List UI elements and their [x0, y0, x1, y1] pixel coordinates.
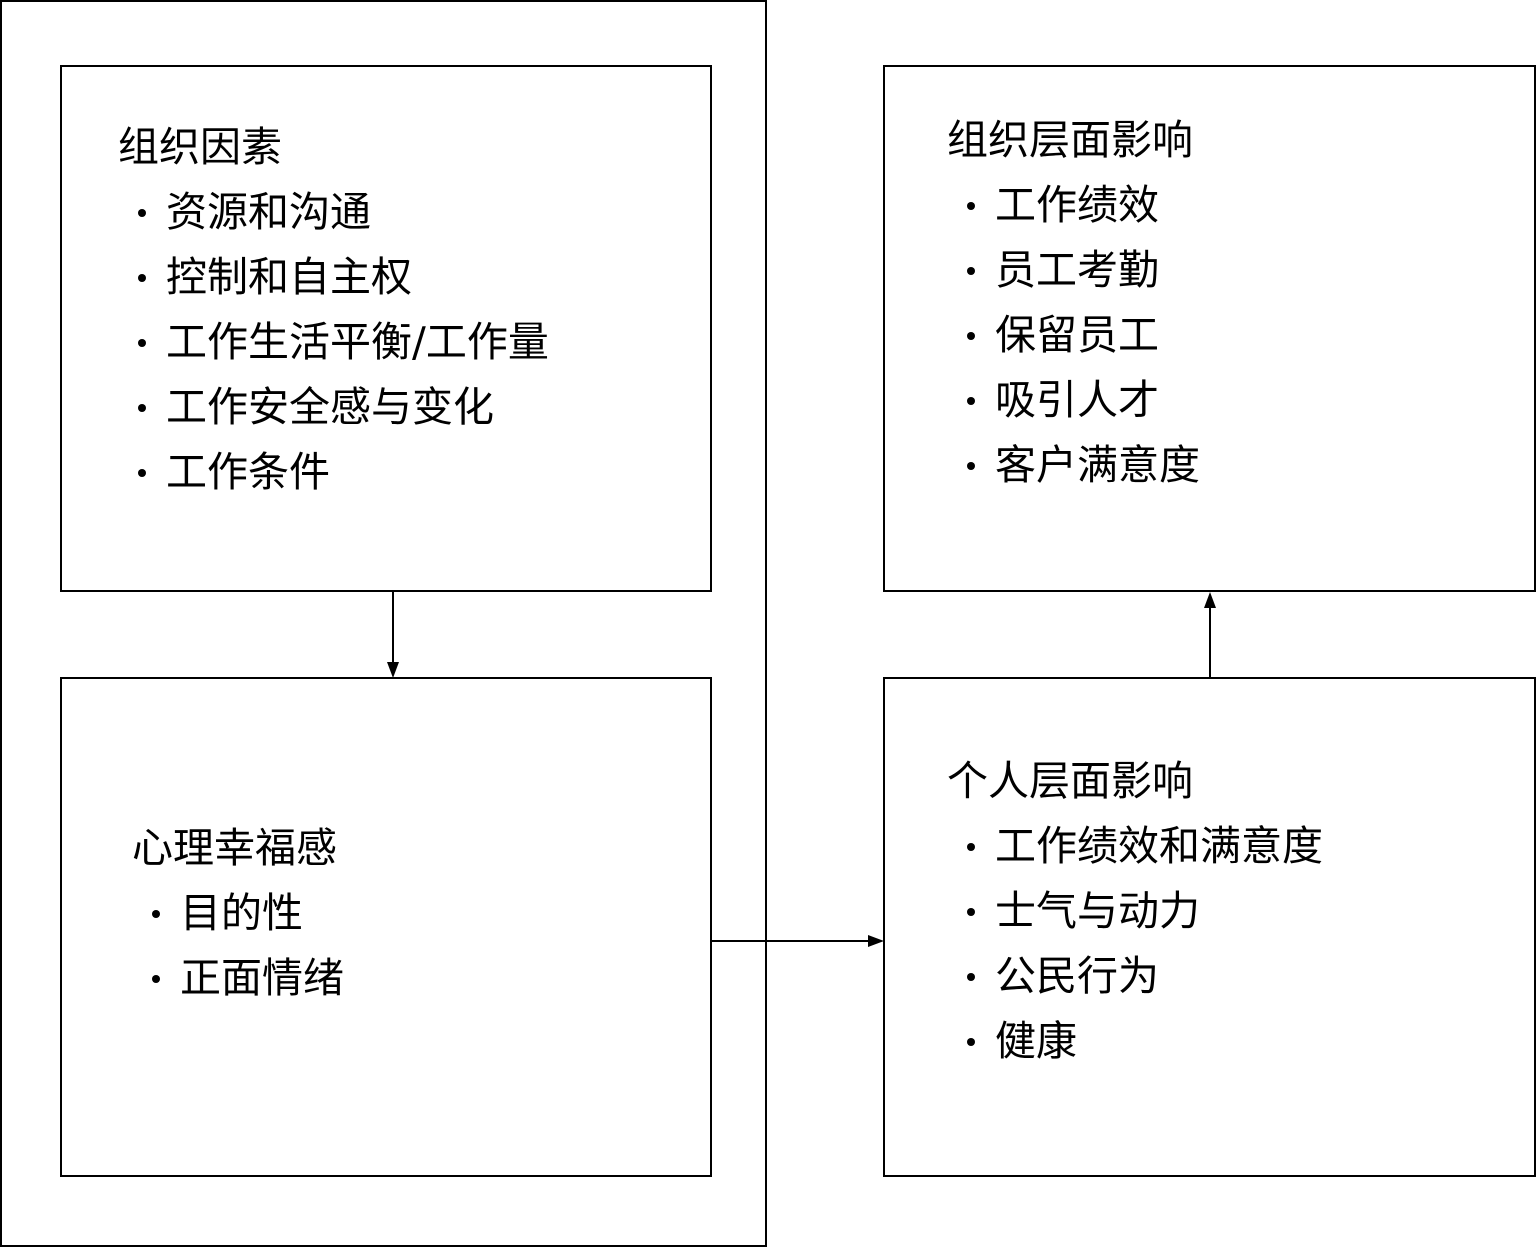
list-item: 工作绩效和满意度 — [947, 814, 1323, 879]
bullet-icon — [138, 338, 146, 347]
list-item: 健康 — [947, 1009, 1323, 1074]
list-item: 控制和自主权 — [118, 245, 549, 310]
list-item-label: 工作条件 — [166, 448, 330, 496]
list-item-label: 工作绩效和满意度 — [995, 822, 1323, 870]
list-item: 保留员工 — [947, 303, 1200, 368]
bullet-icon — [138, 273, 146, 282]
list-item-label: 员工考勤 — [995, 246, 1159, 294]
individual-impact-content: 个人层面影响 工作绩效和满意度 士气与动力 公民行为 健康 — [947, 749, 1323, 1074]
organizational-impact-box: 组织层面影响 工作绩效 员工考勤 保留员工 吸引人才 客户满意度 — [883, 65, 1536, 592]
list-item: 士气与动力 — [947, 879, 1323, 944]
list-item: 吸引人才 — [947, 368, 1200, 433]
list-item: 员工考勤 — [947, 238, 1200, 303]
organizational-impact-list: 工作绩效 员工考勤 保留员工 吸引人才 客户满意度 — [947, 173, 1200, 498]
list-item-label: 控制和自主权 — [166, 253, 412, 301]
organizational-factors-box: 组织因素 资源和沟通 控制和自主权 工作生活平衡/工作量 工作安全感与变化 工作… — [60, 65, 712, 592]
list-item-label: 工作生活平衡/工作量 — [166, 318, 549, 366]
bullet-icon — [967, 331, 975, 340]
list-item-label: 目的性 — [180, 889, 303, 937]
bullet-icon — [967, 201, 975, 210]
list-item: 工作绩效 — [947, 173, 1200, 238]
list-item: 客户满意度 — [947, 433, 1200, 498]
list-item-label: 士气与动力 — [995, 887, 1200, 935]
bullet-icon — [138, 208, 146, 217]
bullet-icon — [138, 468, 146, 477]
list-item-label: 健康 — [995, 1017, 1077, 1065]
organizational-impact-title: 组织层面影响 — [947, 116, 1193, 164]
individual-impact-title: 个人层面影响 — [947, 757, 1193, 805]
list-item: 工作条件 — [118, 440, 549, 505]
organizational-factors-list: 资源和沟通 控制和自主权 工作生活平衡/工作量 工作安全感与变化 工作条件 — [118, 180, 549, 505]
list-item: 目的性 — [132, 881, 344, 946]
bullet-icon — [967, 396, 975, 405]
list-item-label: 工作安全感与变化 — [166, 383, 494, 431]
psychological-wellbeing-content: 心理幸福感 目的性 正面情绪 — [132, 816, 344, 1011]
list-item: 工作安全感与变化 — [118, 375, 549, 440]
list-item-label: 资源和沟通 — [166, 188, 371, 236]
psychological-wellbeing-list: 目的性 正面情绪 — [132, 881, 344, 1011]
list-item: 正面情绪 — [132, 946, 344, 1011]
list-item-label: 公民行为 — [995, 952, 1159, 1000]
psychological-wellbeing-box: 心理幸福感 目的性 正面情绪 — [60, 677, 712, 1177]
list-item: 工作生活平衡/工作量 — [118, 310, 549, 375]
list-item-label: 工作绩效 — [995, 181, 1159, 229]
individual-impact-list: 工作绩效和满意度 士气与动力 公民行为 健康 — [947, 814, 1323, 1074]
list-item-label: 保留员工 — [995, 311, 1159, 359]
list-item-label: 吸引人才 — [995, 376, 1159, 424]
organizational-factors-content: 组织因素 资源和沟通 控制和自主权 工作生活平衡/工作量 工作安全感与变化 工作… — [118, 115, 549, 505]
bullet-icon — [967, 972, 975, 981]
bullet-icon — [967, 842, 975, 851]
bullet-icon — [967, 461, 975, 470]
bullet-icon — [967, 1037, 975, 1046]
bullet-icon — [138, 403, 146, 412]
list-item-label: 正面情绪 — [180, 954, 344, 1002]
bullet-icon — [967, 907, 975, 916]
bullet-icon — [967, 266, 975, 275]
list-item: 资源和沟通 — [118, 180, 549, 245]
organizational-impact-content: 组织层面影响 工作绩效 员工考勤 保留员工 吸引人才 客户满意度 — [947, 108, 1200, 498]
list-item: 公民行为 — [947, 944, 1323, 1009]
list-item-label: 客户满意度 — [995, 441, 1200, 489]
arrow-individual-to-organizational — [1204, 592, 1216, 677]
organizational-factors-title: 组织因素 — [118, 123, 282, 171]
psychological-wellbeing-title: 心理幸福感 — [132, 824, 337, 872]
bullet-icon — [152, 974, 160, 983]
bullet-icon — [152, 909, 160, 918]
individual-impact-box: 个人层面影响 工作绩效和满意度 士气与动力 公民行为 健康 — [883, 677, 1536, 1177]
